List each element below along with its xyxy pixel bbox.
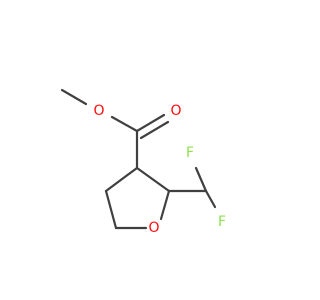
bond-c5-c4	[104, 189, 118, 230]
bond-c2-ring-o	[159, 189, 171, 221]
atom-label-fluorine-1: F	[186, 145, 194, 161]
atom-label-ester-o-single: O	[93, 103, 104, 119]
bond-carbonyl-double-1	[135, 113, 166, 133]
bond-ester-o-carbonyl	[110, 115, 139, 133]
bond-carbonyl-double-2	[139, 120, 170, 140]
atom-label-ring-o: O	[148, 220, 159, 236]
atom-label-ester-o-double: O	[170, 103, 181, 119]
bond-chf2-f1	[194, 166, 208, 193]
bond-c3-c2	[135, 166, 171, 193]
bond-methyl-ester-o	[60, 88, 88, 106]
atom-label-group: O O O F F	[93, 103, 226, 236]
bond-group	[60, 88, 217, 230]
molecule-structure-diagram: O O O F F	[60, 88, 226, 236]
bond-chf2-f2	[204, 189, 217, 209]
bond-c4-c3	[104, 166, 139, 193]
atom-label-fluorine-2: F	[218, 214, 226, 230]
